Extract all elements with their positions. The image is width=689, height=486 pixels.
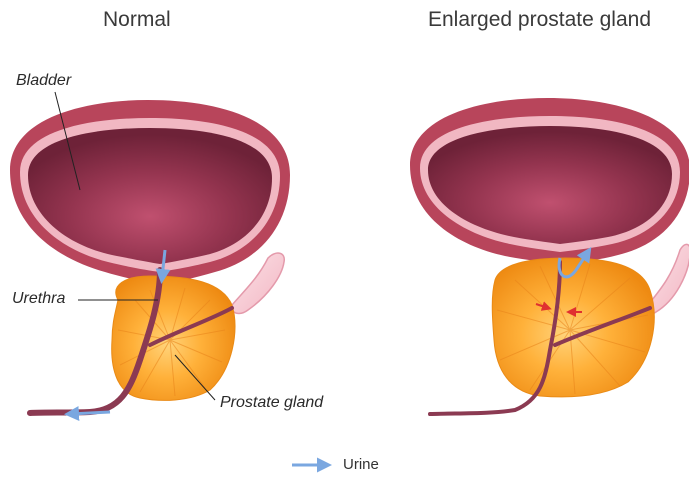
normal-anatomy — [10, 92, 290, 414]
urethra-label: Urethra — [12, 290, 65, 308]
normal-panel-title: Normal — [103, 8, 171, 32]
urine-flow-arrow-normal-bottom — [70, 412, 110, 414]
legend-urine-label: Urine — [343, 456, 379, 473]
enlarged-anatomy — [410, 98, 689, 414]
enlarged-panel-title: Enlarged prostate gland — [428, 8, 651, 32]
prostate-gland-label: Prostate gland — [220, 394, 323, 412]
bladder-label: Bladder — [16, 72, 71, 90]
